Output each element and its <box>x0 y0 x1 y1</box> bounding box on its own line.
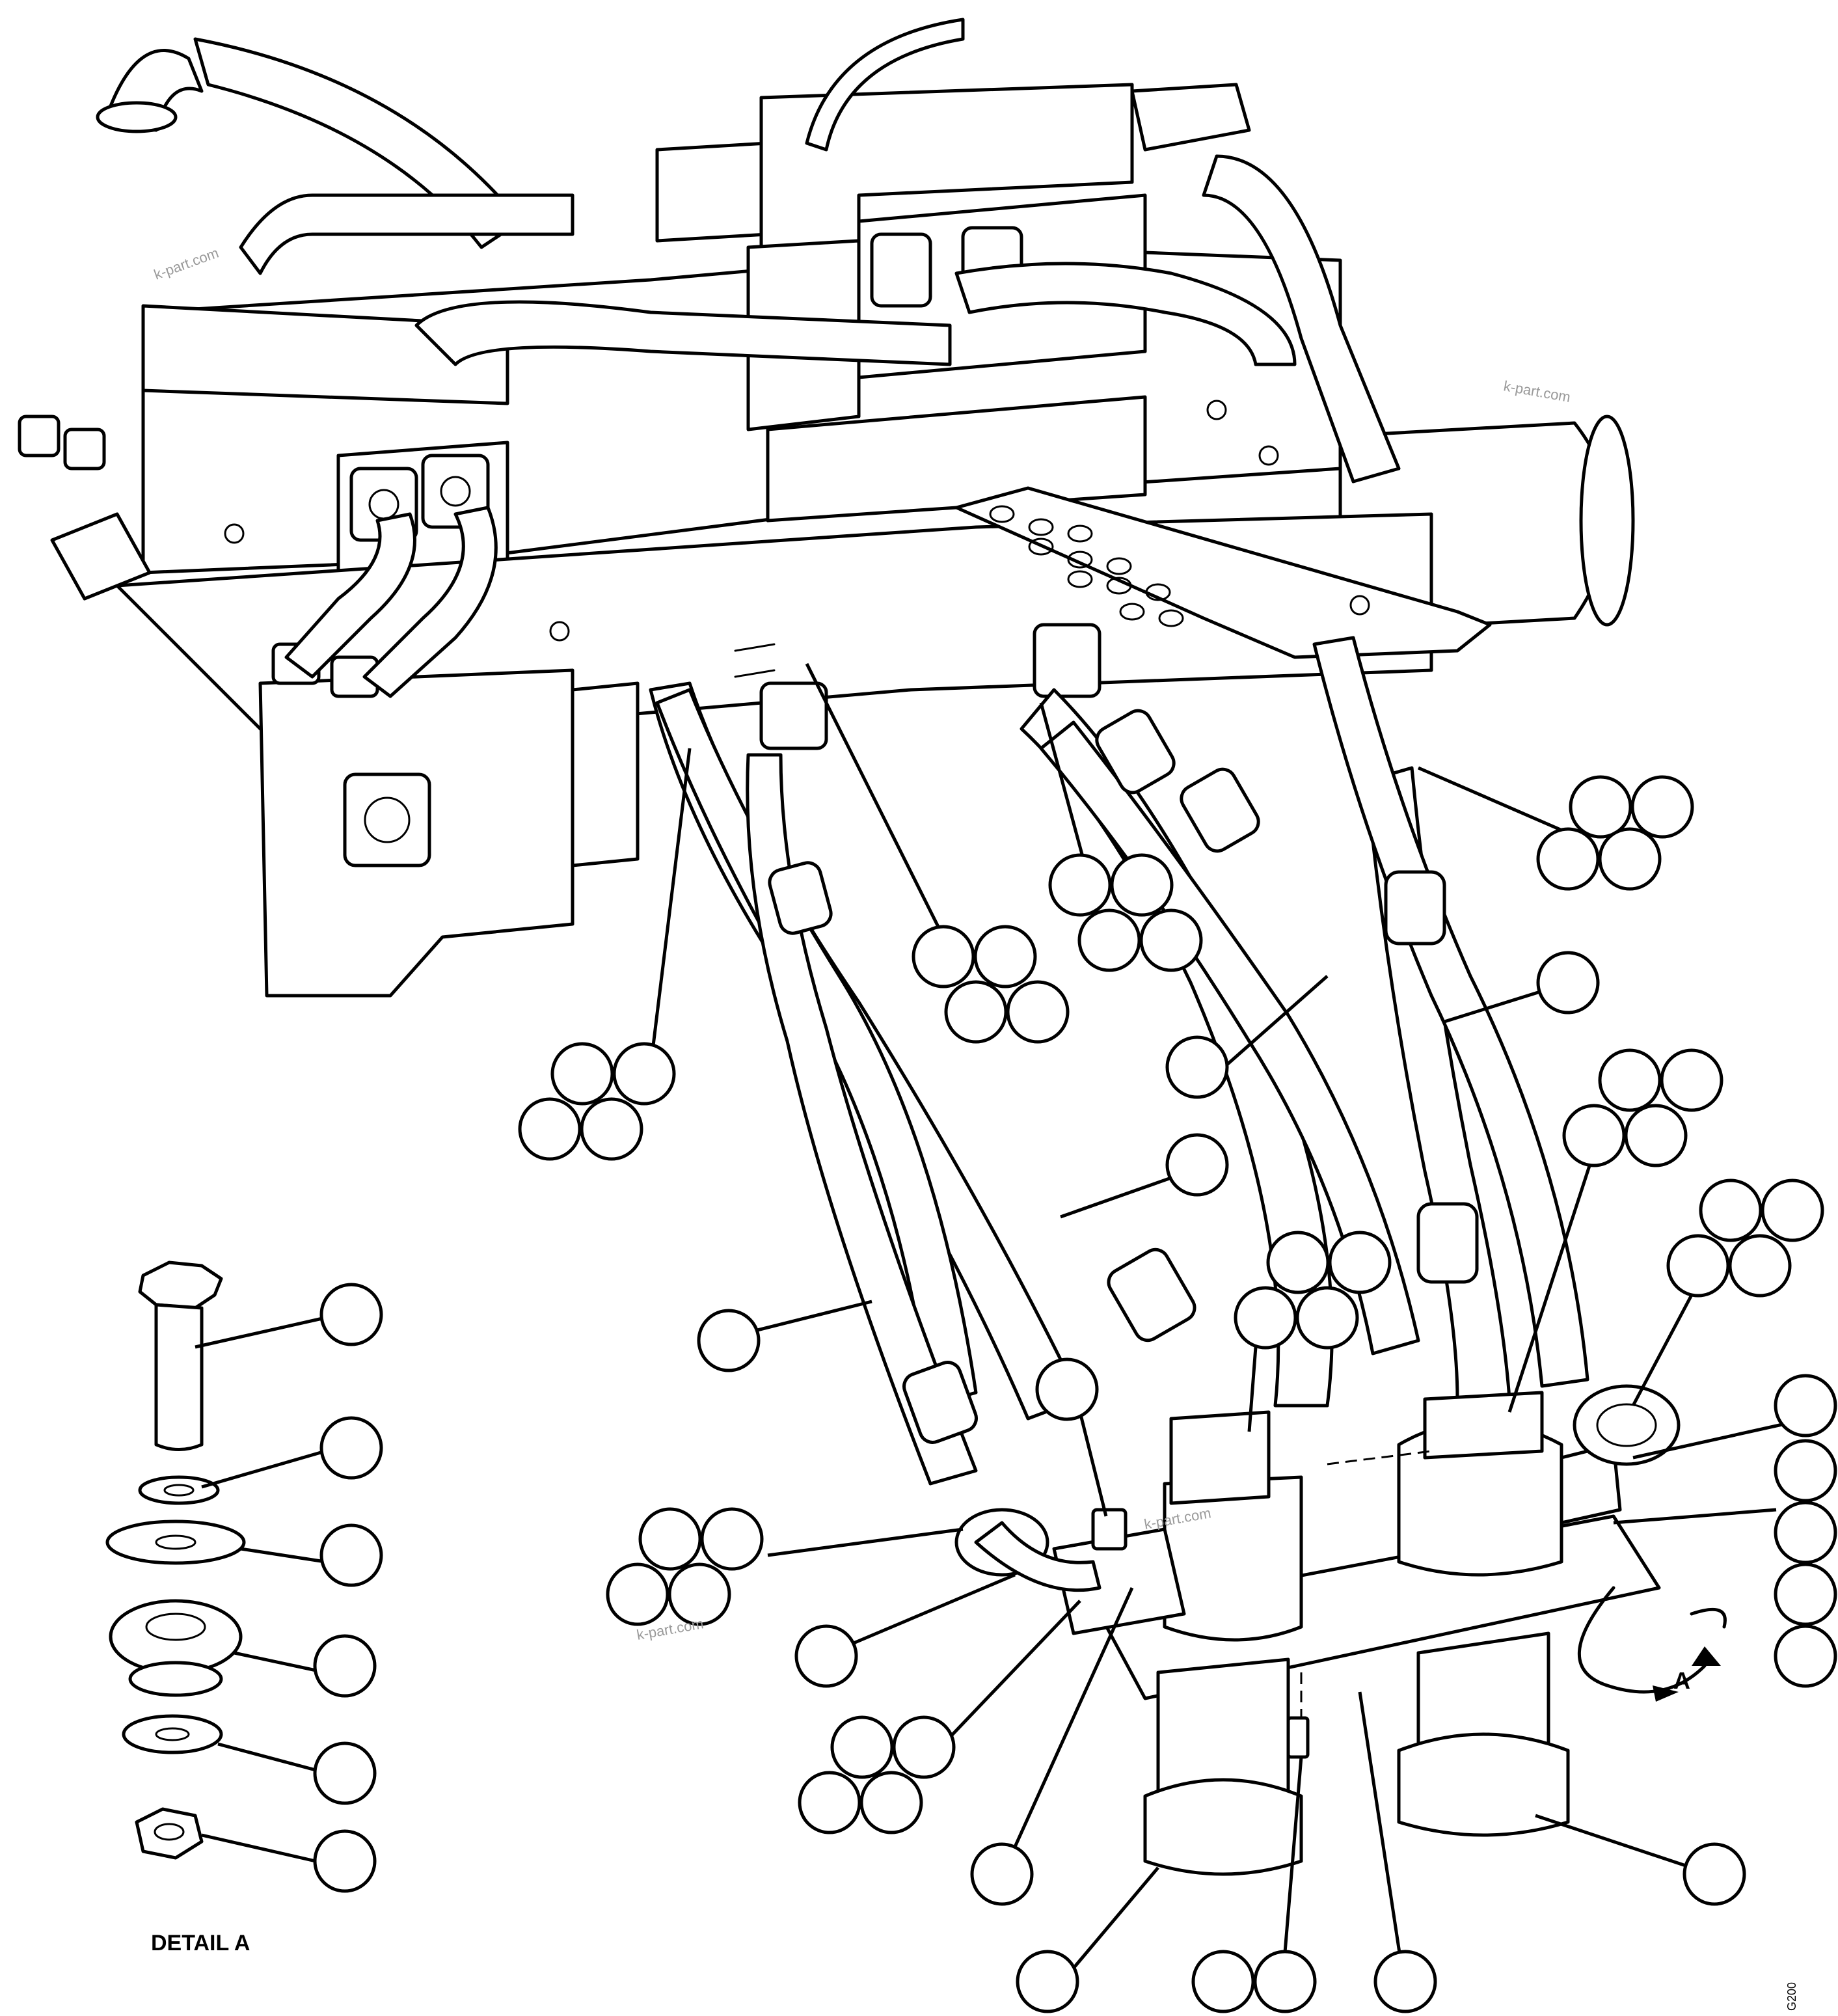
detail-a-caption: DETAIL A <box>151 1931 250 1955</box>
long-hoses <box>649 636 1589 1486</box>
callout-bubbles <box>313 775 1837 2013</box>
detail-a-parts <box>105 1260 246 1860</box>
view-a-label: A <box>1673 1667 1690 1694</box>
drawing-number: G200 <box>1785 1982 1798 2011</box>
watermark: k-part.com <box>1502 377 1572 405</box>
upper-hoses <box>96 18 1401 698</box>
bracket-holes <box>989 505 1184 627</box>
filter-assembly <box>954 1384 1727 1876</box>
leader-lines <box>195 662 1809 1993</box>
watermark: k-part.com <box>152 245 221 283</box>
